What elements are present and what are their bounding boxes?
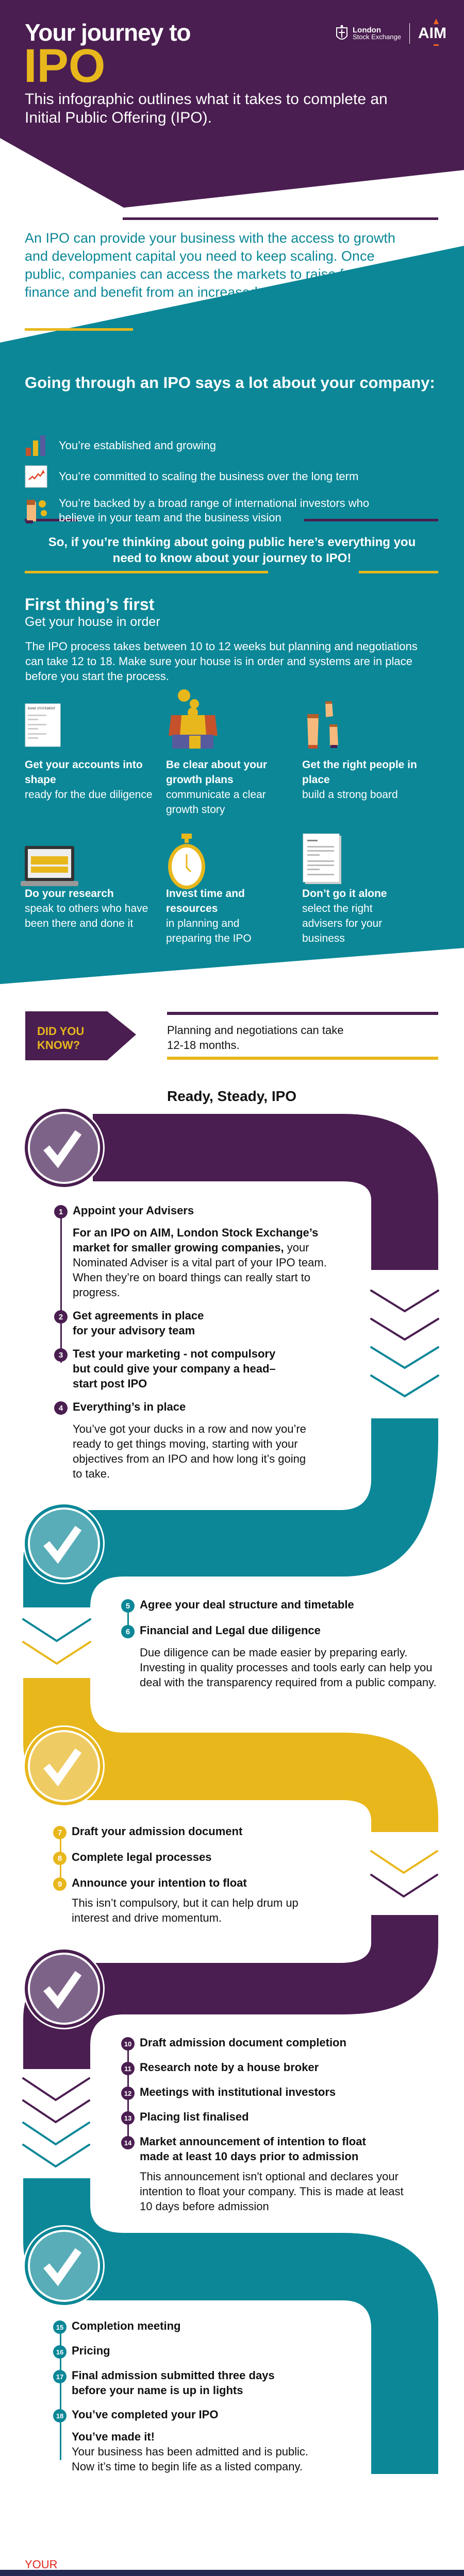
lse-crest-icon: [336, 25, 347, 40]
lse-logo-text: London Stock Exchange: [353, 26, 401, 41]
shop-coins-icon: [169, 689, 218, 749]
first-things-subtitle: Get your house in order: [25, 615, 160, 629]
finance-your-growth-logo: FINANCE YOUR GROWTH: [25, 2547, 112, 2571]
step-13: 13 Placing list finalised: [121, 2109, 441, 2125]
step-14: 14 Market announcement of intention to f…: [121, 2134, 441, 2214]
aim-triangle-icon: [433, 19, 439, 24]
tip-accounts: Get your accounts into shape ready for t…: [25, 759, 153, 801]
stage-2-steps: 5 Agree your deal structure and timetabl…: [121, 1597, 441, 1690]
hero-title-line1: Your journey to: [25, 19, 191, 46]
hero-subtitle: This infographic outlines what it takes …: [25, 91, 388, 126]
step-number: 12: [121, 2087, 135, 2100]
tip-advisers: Don’t go it alone select the right advis…: [302, 888, 387, 944]
first-things-title: First thing’s first: [25, 595, 155, 614]
step-15: 15 Completion meeting: [53, 2318, 352, 2334]
step-number: 18: [53, 2409, 67, 2422]
step-number: 16: [53, 2345, 67, 2359]
stopwatch-icon: [168, 834, 205, 889]
logo-divider: [409, 23, 410, 44]
step-4: 4 Everything’s in place You’ve got your …: [54, 1399, 343, 1481]
did-you-know-badge: DID YOU KNOW?: [37, 1025, 85, 1052]
people-icon: [307, 701, 338, 749]
bank-statement-icon: BANK STATEMENT: [25, 703, 61, 747]
aim-logo: AIM: [418, 19, 446, 46]
tip-people: Get the right people in place build a st…: [302, 759, 417, 801]
step-number: 5: [121, 1599, 135, 1613]
step-6: 6 Financial and Legal due diligence Due …: [121, 1623, 441, 1690]
step-1: 1 Appoint your Advisers For an IPO on AI…: [54, 1203, 343, 1300]
step-3: 3 Test your marketing - not compulsory b…: [54, 1346, 281, 1391]
tip-growth: Be clear about your growth plans communi…: [166, 759, 268, 816]
closing-statement: So, if you’re thinking about going publi…: [48, 535, 416, 565]
step-number: 13: [121, 2111, 135, 2125]
stage-3-steps: 7 Draft your admission document 8 Comple…: [53, 1824, 342, 1925]
step-number: 10: [121, 2037, 135, 2050]
bar-chart-icon: [26, 435, 45, 456]
trend-up-icon: [25, 465, 47, 488]
stage-5-steps: 15 Completion meeting 16 Pricing 17 Fina…: [53, 2318, 352, 2474]
did-you-know-text: Planning and negotiations can take 12-18…: [167, 1024, 344, 1052]
step-number: 9: [53, 1877, 67, 1891]
point-investors: You’re backed by a broad range of intern…: [25, 496, 396, 525]
step-number: 1: [54, 1205, 68, 1218]
step-10: 10 Draft admission document completion: [121, 2035, 441, 2050]
step-number: 3: [54, 1348, 68, 1362]
svg-text:BANK STATEMENT: BANK STATEMENT: [28, 707, 56, 710]
investor-coins-icon: [26, 500, 47, 523]
step-9: 9 Announce your intention to float This …: [53, 1875, 342, 1925]
intro-paragraph: An IPO can provide your business with th…: [25, 230, 395, 300]
step-12: 12 Meetings with institutional investors: [121, 2084, 441, 2100]
step-8: 8 Complete legal processes: [53, 1850, 342, 1865]
step-2: 2 Get agreements in place for your advis…: [54, 1308, 209, 1338]
check-circles: [23, 1107, 105, 2307]
point-established: You’re established and growing: [25, 434, 216, 457]
hero-title-ipo: IPO: [24, 40, 106, 92]
tip-research: Do your research speak to others who hav…: [25, 888, 148, 929]
document-icon: [303, 834, 341, 884]
journey-title: Ready, Steady, IPO: [167, 1088, 297, 1104]
footer: [0, 2570, 464, 2576]
step-number: 11: [121, 2062, 135, 2075]
stage-4-steps: 10 Draft admission document completion 1…: [121, 2035, 441, 2214]
step-5: 5 Agree your deal structure and timetabl…: [121, 1597, 441, 1613]
step-number: 4: [54, 1401, 68, 1415]
step-number: 6: [121, 1625, 135, 1638]
step-16: 16 Pricing: [53, 2343, 352, 2359]
point-committed: You’re committed to scaling the business…: [25, 465, 358, 488]
step-11: 11 Research note by a house broker: [121, 2060, 441, 2075]
step-7: 7 Draft your admission document: [53, 1824, 342, 1839]
step-17: 17 Final admission submitted three days …: [53, 2368, 352, 2398]
first-things-body: The IPO process takes between 10 to 12 w…: [25, 640, 418, 683]
step-18: 18 You’ve completed your IPO You’ve made…: [53, 2407, 352, 2474]
step-number: 14: [121, 2136, 135, 2149]
stage-1-steps: 1 Appoint your Advisers For an IPO on AI…: [54, 1203, 343, 1481]
tip-invest-time: Invest time and resources in planning an…: [166, 888, 252, 944]
step-number: 2: [54, 1310, 68, 1324]
step-number: 7: [53, 1826, 67, 1839]
laptop-icon: [21, 846, 78, 886]
partner-logos: London Stock Exchange AIM: [335, 19, 446, 46]
company-heading: Going through an IPO says a lot about yo…: [25, 374, 435, 392]
step-number: 8: [53, 1852, 67, 1865]
step-number: 17: [53, 2370, 67, 2383]
step-number: 15: [53, 2320, 67, 2334]
